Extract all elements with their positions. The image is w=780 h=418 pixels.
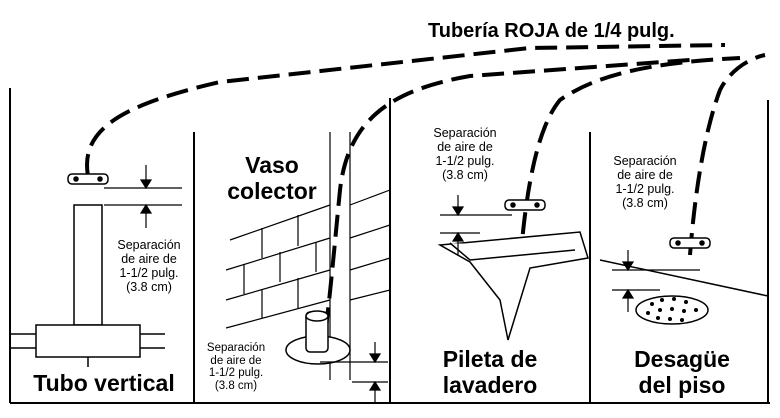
cup-label: Vaso colector bbox=[227, 152, 317, 204]
laundry-air-gap-note: Separación de aire de 1-1/2 pulg. (3.8 c… bbox=[433, 126, 497, 182]
floor-drain-label: Desagüe del piso bbox=[634, 346, 730, 398]
diagram-title: Tubería ROJA de 1/4 pulg. bbox=[428, 20, 675, 42]
funnel-cup bbox=[285, 310, 351, 365]
laundry-tub-drawing bbox=[437, 199, 589, 341]
standpipe-drawing bbox=[10, 173, 165, 367]
cup-air-gap-note: Separación de aire de 1-1/2 pulg. (3.8 c… bbox=[206, 342, 266, 392]
tube-clip bbox=[504, 199, 546, 211]
panel-frame bbox=[9, 88, 770, 404]
drain-gap-arrows bbox=[612, 250, 700, 312]
cup-gap-arrows bbox=[320, 342, 388, 402]
standpipe-gap-arrows bbox=[104, 165, 182, 228]
standpipe-label: Tubo vertical bbox=[33, 370, 175, 396]
laundry-tub-label: Pileta de lavadero bbox=[442, 346, 538, 398]
drain-air-gap-note: Separación de aire de 1-1/2 pulg. (3.8 c… bbox=[613, 154, 677, 210]
drain-holes bbox=[646, 297, 698, 322]
tube-clip bbox=[669, 237, 711, 249]
red-tubing bbox=[85, 43, 766, 361]
laundry-gap-arrows bbox=[440, 195, 512, 255]
tube-clip bbox=[67, 173, 109, 185]
standpipe-air-gap-note: Separación de aire de 1-1/2 pulg. (3.8 c… bbox=[117, 238, 181, 294]
